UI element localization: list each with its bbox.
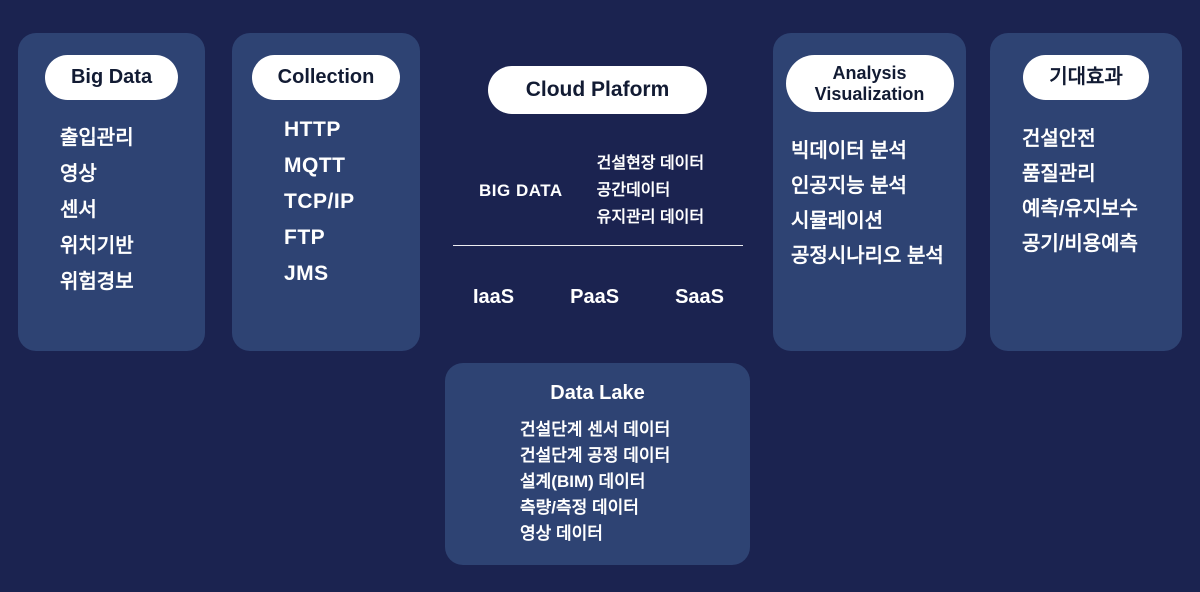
data-lake-item: 설계(BIM) 데이터 xyxy=(520,472,646,491)
data-lake-item: 영상 데이터 xyxy=(520,524,603,543)
analysis-title-pill: Analysis Visualization xyxy=(785,55,954,113)
expected-effects-item: 품질관리 xyxy=(1022,163,1096,185)
cloud-platform-title-pill: Cloud Plaform xyxy=(487,66,708,115)
collection-item-list: HTTP MQTT TCP/IP FTP JMS xyxy=(232,112,420,292)
big-data-item: 위험경보 xyxy=(60,271,134,293)
big-data-item: 센서 xyxy=(60,199,97,221)
cloud-bigdata-row: BIG DATA 건설현장 데이터 공간데이터 유지관리 데이터 xyxy=(445,150,750,231)
collection-item: HTTP xyxy=(284,118,341,141)
collection-item: TCP/IP xyxy=(284,190,355,213)
expected-effects-item: 공기/비용예측 xyxy=(1022,233,1138,255)
data-lake-item-list: 건설단계 센서 데이터 건설단계 공정 데이터 설계(BIM) 데이터 측량/측… xyxy=(445,417,750,547)
big-data-item: 위치기반 xyxy=(60,235,134,257)
collection-item: FTP xyxy=(284,226,326,249)
paas-label: PaaS xyxy=(570,286,620,309)
iaas-label: IaaS xyxy=(473,286,515,309)
analysis-item: 빅데이터 분석 xyxy=(791,140,907,163)
divider-line xyxy=(453,245,743,247)
data-lake-item: 측량/측정 데이터 xyxy=(520,498,639,517)
expected-effects-item-list: 건설안전 품질관리 예측/유지보수 공기/비용예측 xyxy=(990,122,1182,262)
data-lake-card: Data Lake 건설단계 센서 데이터 건설단계 공정 데이터 설계(BIM… xyxy=(445,363,750,565)
analysis-item: 공정시나리오 분석 xyxy=(791,245,944,268)
data-lake-title: Data Lake xyxy=(550,382,645,404)
saas-label: SaaS xyxy=(675,286,724,309)
collection-card: Collection HTTP MQTT TCP/IP FTP JMS xyxy=(232,33,420,351)
data-lake-item: 건설단계 공정 데이터 xyxy=(520,446,671,465)
big-data-item-list: 출입관리 영상 센서 위치기반 위험경보 xyxy=(18,120,205,300)
analysis-visualization-card: Analysis Visualization 빅데이터 분석 인공지능 분석 시… xyxy=(773,33,966,351)
expected-effects-item: 예측/유지보수 xyxy=(1022,198,1138,220)
analysis-item: 인공지능 분석 xyxy=(791,175,907,198)
expected-effects-card: 기대효과 건설안전 품질관리 예측/유지보수 공기/비용예측 xyxy=(990,33,1182,351)
collection-item: JMS xyxy=(284,262,329,285)
cloud-data-item: 공간데이터 xyxy=(596,182,671,200)
collection-title-pill: Collection xyxy=(251,55,401,100)
expected-effects-title-pill: 기대효과 xyxy=(1023,55,1149,100)
cloud-bigdata-label: BIG DATA xyxy=(479,180,563,200)
analysis-item-list: 빅데이터 분석 인공지능 분석 시뮬레이션 공정시나리오 분석 xyxy=(773,134,966,274)
big-data-item: 영상 xyxy=(60,163,97,185)
big-data-card: Big Data 출입관리 영상 센서 위치기반 위험경보 xyxy=(18,33,205,351)
big-data-title-pill: Big Data xyxy=(44,55,179,100)
data-lake-item: 건설단계 센서 데이터 xyxy=(520,420,671,439)
cloud-data-item: 유지관리 데이터 xyxy=(596,209,705,227)
big-data-item: 출입관리 xyxy=(60,127,134,149)
analysis-item: 시뮬레이션 xyxy=(791,210,883,233)
cloud-platform-section: Cloud Plaform BIG DATA 건설현장 데이터 공간데이터 유지… xyxy=(445,44,750,309)
cloud-data-list: 건설현장 데이터 공간데이터 유지관리 데이터 xyxy=(597,150,705,231)
cloud-services-row: IaaS PaaS SaaS xyxy=(445,286,750,309)
expected-effects-item: 건설안전 xyxy=(1022,128,1096,150)
collection-item: MQTT xyxy=(284,154,346,177)
cloud-data-item: 건설현장 데이터 xyxy=(596,155,705,173)
